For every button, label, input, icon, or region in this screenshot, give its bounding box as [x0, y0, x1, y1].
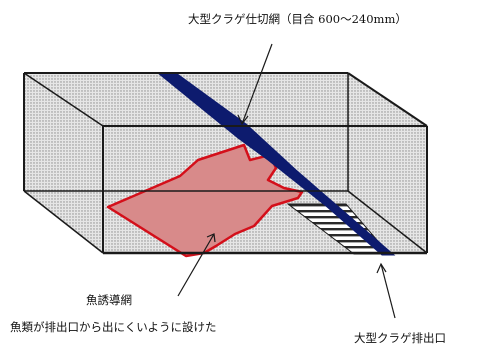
box-edges	[23, 72, 428, 255]
outlet-label: 大型クラゲ排出口	[354, 331, 446, 345]
guide-net-label: 魚誘導網	[86, 293, 132, 307]
box-left-face	[24, 73, 103, 253]
fish-guide-net	[106, 143, 304, 258]
arrow-guide-net	[177, 233, 215, 297]
arrow-divider-net	[241, 43, 273, 125]
arrow-guide-net-head	[206, 233, 216, 243]
arrow-outlet-head	[376, 262, 387, 274]
divider-net-label: 大型クラゲ仕切網（目合 600～240mm）	[188, 12, 407, 26]
jellyfish-divider-net	[156, 72, 396, 256]
arrow-outlet	[380, 263, 396, 319]
guide-net-note: 魚類が排出口から出にくいように設けた	[10, 320, 217, 334]
box-top-face	[24, 73, 427, 126]
leader-arrows	[177, 43, 396, 319]
arrow-divider-net-head	[237, 114, 249, 126]
